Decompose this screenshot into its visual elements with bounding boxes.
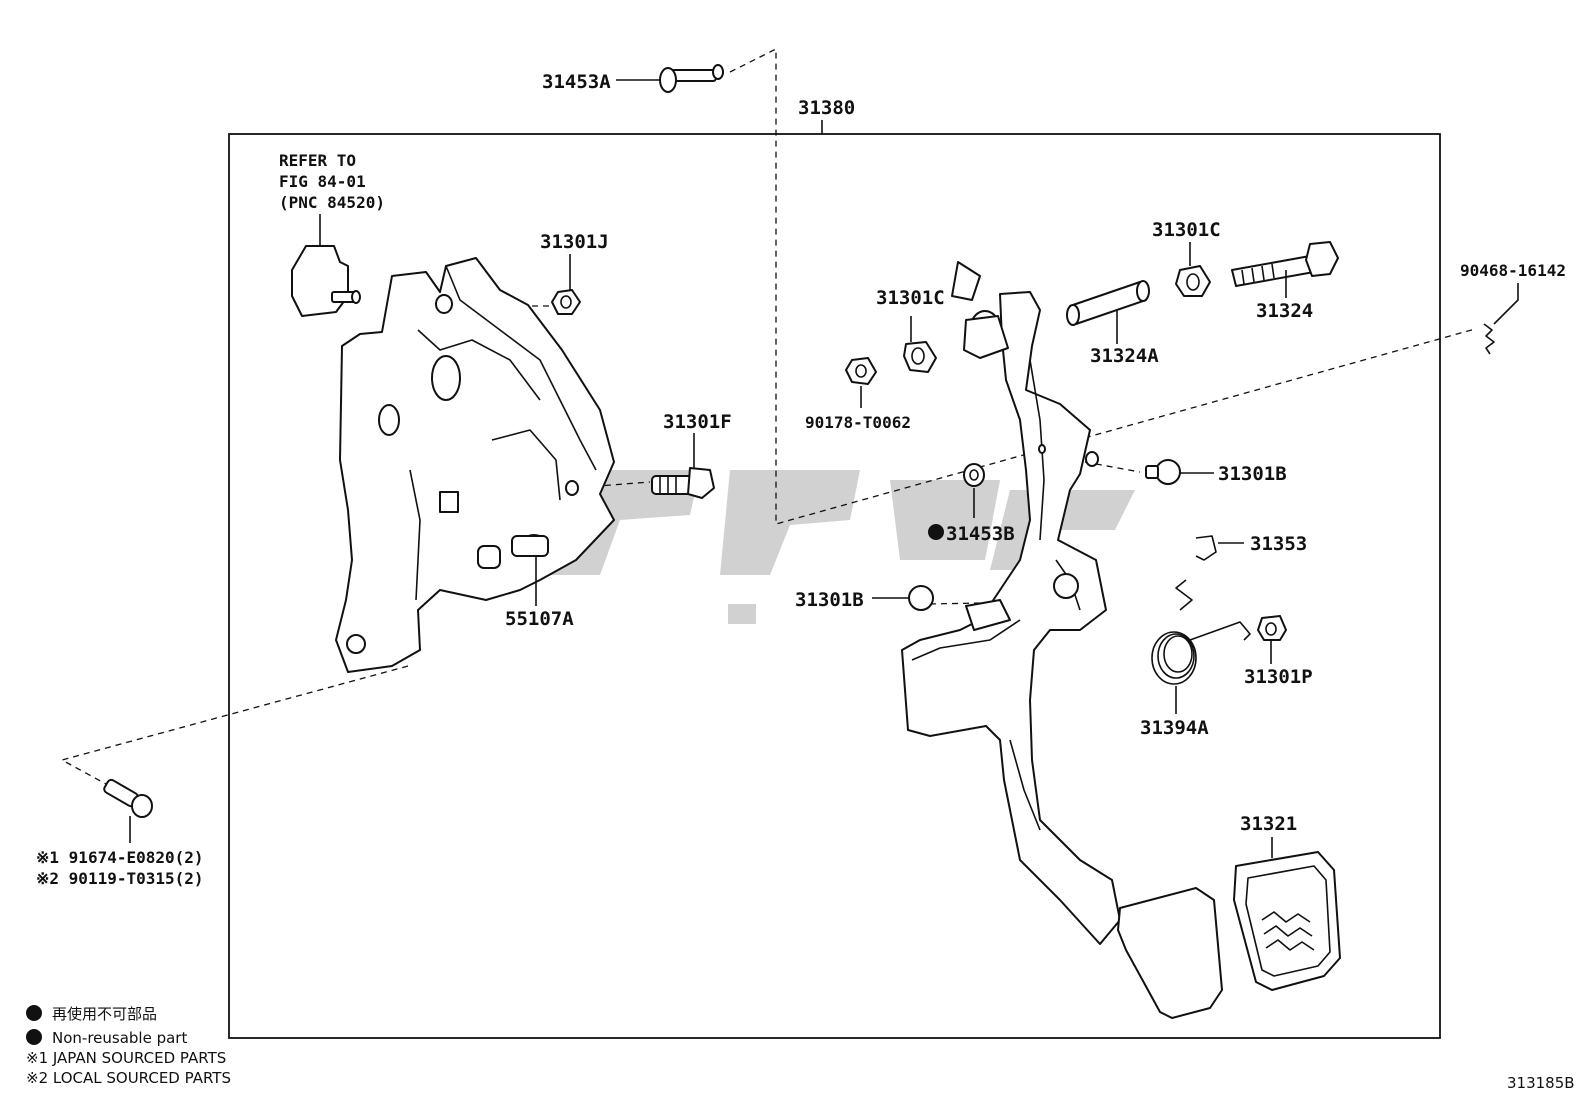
- label-90178: 90178-T0062: [805, 413, 911, 432]
- bushing-31301C-b: [1175, 265, 1211, 297]
- pedal-sensor: [291, 245, 361, 317]
- spring-31394A: [1151, 579, 1251, 685]
- legend-note-2: ※2 LOCAL SOURCED PARTS: [26, 1069, 231, 1087]
- legend-dot-ja: [26, 1005, 42, 1021]
- clip-90468: [1483, 323, 1495, 355]
- label-31301P: 31301P: [1244, 666, 1313, 688]
- legend-dot-en: [26, 1029, 42, 1045]
- label-31301B-a: 31301B: [1218, 463, 1287, 485]
- label-31353: 31353: [1250, 533, 1307, 555]
- grommet-31301B-b: [908, 585, 934, 611]
- legend-note-1: ※1 JAPAN SOURCED PARTS: [26, 1049, 226, 1067]
- pedal-bracket: [335, 257, 615, 673]
- nut-31301J: [551, 289, 581, 315]
- label-31324: 31324: [1256, 300, 1313, 322]
- bushing-31301P: [1257, 615, 1287, 641]
- bushing-31301C-a: [903, 341, 937, 373]
- bolt-31301F: [651, 467, 715, 499]
- clip-31353: [1195, 535, 1217, 561]
- pin-31453A: [659, 64, 724, 93]
- label-31324A: 31324A: [1090, 345, 1159, 367]
- label-31301C-a: 31301C: [876, 287, 945, 309]
- label-90468: 90468-16142: [1460, 261, 1566, 280]
- label-31394A: 31394A: [1140, 717, 1209, 739]
- grommet-31301B-a: [1145, 459, 1181, 485]
- label-55107A: 55107A: [505, 608, 574, 630]
- label-31301F: 31301F: [663, 411, 732, 433]
- refer-note-line-2: FIG 84-01: [279, 172, 366, 191]
- frame-label: 31380: [798, 97, 855, 119]
- nut-90178: [845, 357, 877, 385]
- label-31301B-b: 31301B: [795, 589, 864, 611]
- assembly-frame: [228, 133, 1441, 1039]
- pedal-arm: [901, 261, 1121, 945]
- collar-31324A: [1066, 280, 1150, 326]
- bolt-31324: [1231, 241, 1339, 287]
- legend-en: Non-reusable part: [52, 1029, 187, 1047]
- mounting-bolt: [103, 778, 153, 818]
- bolt-note-2: ※2 90119-T0315(2): [36, 869, 204, 888]
- pedal-pad-installed: [1117, 887, 1223, 1019]
- label-31301C-b: 31301C: [1152, 219, 1221, 241]
- non-reusable-marker: [928, 524, 944, 540]
- label-31453A: 31453A: [542, 71, 611, 93]
- refer-note-line-3: (PNC 84520): [279, 193, 385, 212]
- washer-31453B: [963, 463, 985, 487]
- label-31321: 31321: [1240, 813, 1297, 835]
- label-31453B: 31453B: [946, 523, 1015, 545]
- pedal-pad-31321: [1233, 851, 1341, 991]
- label-31301J: 31301J: [540, 231, 609, 253]
- bolt-note-1: ※1 91674-E0820(2): [36, 848, 204, 867]
- drawing-code: 313185B: [1507, 1074, 1575, 1092]
- legend-ja: 再使用不可部品: [52, 1005, 157, 1023]
- refer-note-line-1: REFER TO: [279, 151, 356, 170]
